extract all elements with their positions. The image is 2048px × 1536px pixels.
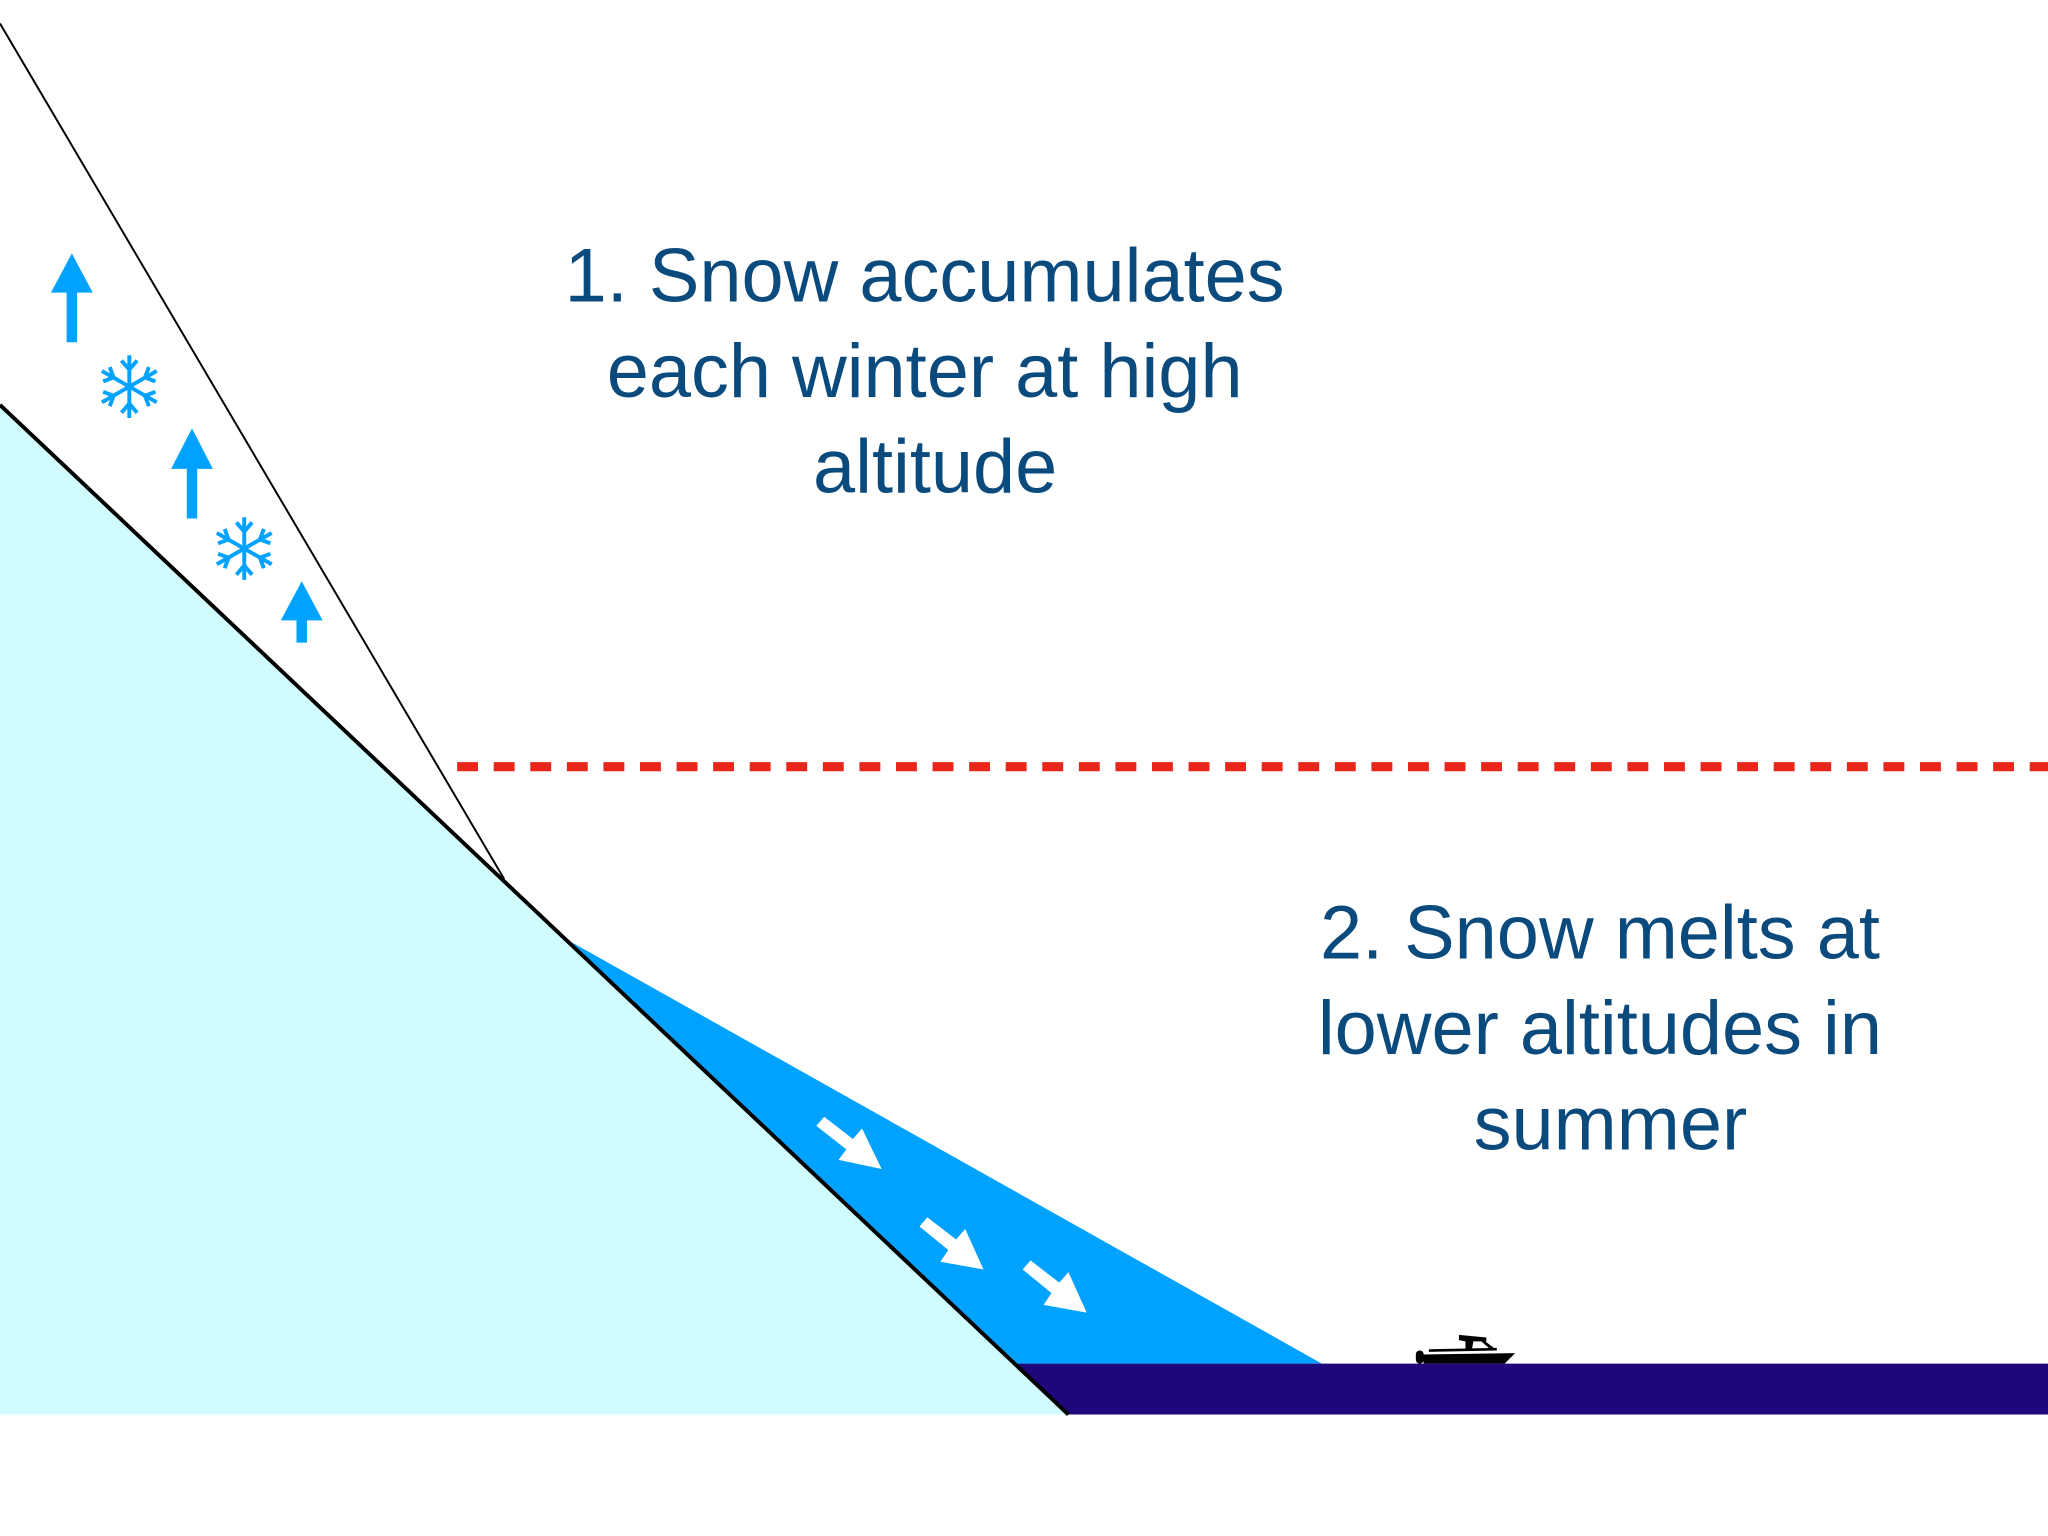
up-arrow-icon [280, 581, 323, 643]
melt-label-line: lower altitudes in [1318, 986, 1882, 1071]
accumulation-label-line: altitude [813, 424, 1057, 509]
snow-surface-line [0, 23, 506, 880]
down-flow-arrow-icon [1022, 1260, 1087, 1313]
melt-label: 2. Snow melts at lower altitudes in summ… [1318, 891, 1903, 1167]
snowflake-icon [215, 517, 273, 580]
up-arrow-icon [50, 253, 93, 343]
snowflake-icon [100, 355, 158, 418]
mountain-slope-line [0, 403, 1070, 1416]
melt-label-line: summer [1474, 1081, 1748, 1166]
boat-icon [1415, 1334, 1516, 1364]
down-flow-arrow-icon [919, 1217, 984, 1270]
glacier-ablation-zone [570, 941, 1322, 1364]
down-flow-arrow-icon [816, 1116, 882, 1169]
melt-label-line: 2. Snow melts at [1320, 891, 1880, 976]
water [1016, 1363, 2048, 1415]
accumulation-label-line: each winter at high [607, 329, 1243, 414]
accumulation-label-line: 1. Snow accumulates [565, 234, 1285, 319]
accumulation-label: 1. Snow accumulates each winter at high … [565, 234, 1306, 510]
up-arrow-icon [171, 428, 213, 519]
